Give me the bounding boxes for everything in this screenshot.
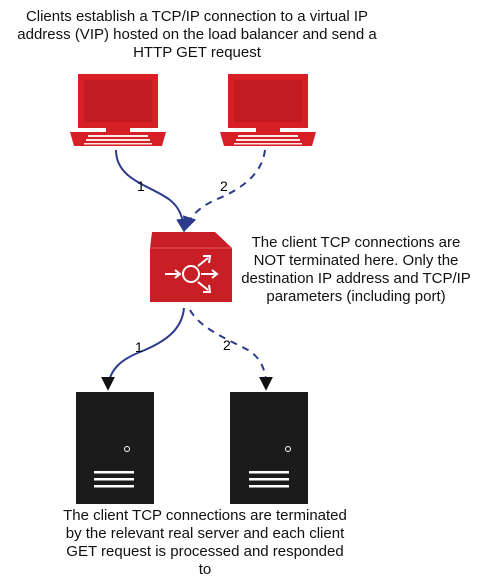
flow-2-label: 2 <box>220 178 228 194</box>
load-balancer-caption: The client TCP connections are NOT termi… <box>241 234 471 305</box>
desktop-computer-icon <box>220 74 316 146</box>
real-server-1 <box>76 392 154 504</box>
load-balancer <box>150 232 232 302</box>
flow-1-label: 1 <box>137 178 145 194</box>
flow-2-lower-label: 2 <box>223 337 231 353</box>
client-computer-1 <box>70 74 166 146</box>
flow-2-client-to-lb <box>182 149 266 231</box>
server-tower-icon <box>230 392 308 504</box>
flow-1-lb-to-server <box>107 307 185 387</box>
client-computer-2 <box>220 74 316 146</box>
real-server-2 <box>230 392 308 504</box>
top-caption: Clients establish a TCP/IP connection to… <box>17 8 377 61</box>
flow-2-lb-to-server <box>189 309 267 385</box>
servers-caption: The client TCP connections are terminate… <box>63 507 347 578</box>
desktop-computer-icon <box>70 74 166 146</box>
flow-1-client-to-lb <box>115 149 191 233</box>
flow-1-lower-label: 1 <box>135 339 143 355</box>
server-tower-icon <box>76 392 154 504</box>
load-balancer-icon <box>150 232 232 302</box>
